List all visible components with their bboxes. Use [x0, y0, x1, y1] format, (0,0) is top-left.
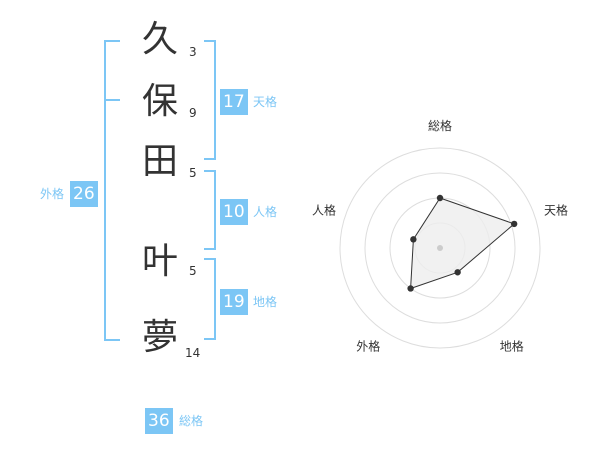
- radar-shape: [410, 197, 516, 290]
- stroke-count-5: 14: [185, 346, 201, 360]
- tenkaku-label: 天格: [253, 95, 278, 109]
- radar-axis-label-4: 外格: [356, 339, 380, 354]
- chikaku-badge: 19: [220, 289, 248, 315]
- soukaku-badge: 36: [145, 408, 173, 434]
- radar-axis-label-3: 地格: [500, 339, 524, 354]
- stroke-count-3: 5: [189, 166, 197, 180]
- tenkaku-badge: 17: [220, 89, 248, 115]
- soukaku-label: 総格: [179, 414, 204, 428]
- stroke-count-4: 5: [189, 264, 197, 278]
- gaikaku-label: 外格: [40, 187, 65, 201]
- radar-center-marker: [437, 245, 443, 251]
- jinkaku-badge: 10: [220, 199, 248, 225]
- name-char-4: 叶: [141, 241, 178, 282]
- radar-point-2: [510, 220, 518, 228]
- radar-axis-label-5: 人格: [312, 202, 336, 217]
- chikaku-label: 地格: [253, 295, 278, 309]
- radar-point-4: [407, 285, 414, 292]
- radar-ring-4: [339, 147, 541, 349]
- gaikaku-badge: 26: [70, 181, 98, 207]
- jinkaku-label: 人格: [253, 205, 278, 219]
- radar-ring-3: [364, 172, 516, 324]
- name-char-2: 保: [141, 81, 178, 122]
- radar-axis-label-2: 天格: [544, 202, 568, 217]
- radar-point-5: [410, 236, 417, 243]
- name-char-1: 久: [141, 19, 178, 60]
- radar-points: [407, 194, 518, 292]
- radar-point-1: [436, 194, 444, 202]
- radar-point-3: [454, 269, 461, 276]
- stroke-count-1: 3: [189, 45, 197, 59]
- name-char-3: 田: [141, 141, 178, 182]
- name-char-5: 夢: [141, 317, 178, 358]
- stroke-count-2: 9: [189, 106, 197, 120]
- radar-axis-label-1: 総格: [428, 118, 452, 133]
